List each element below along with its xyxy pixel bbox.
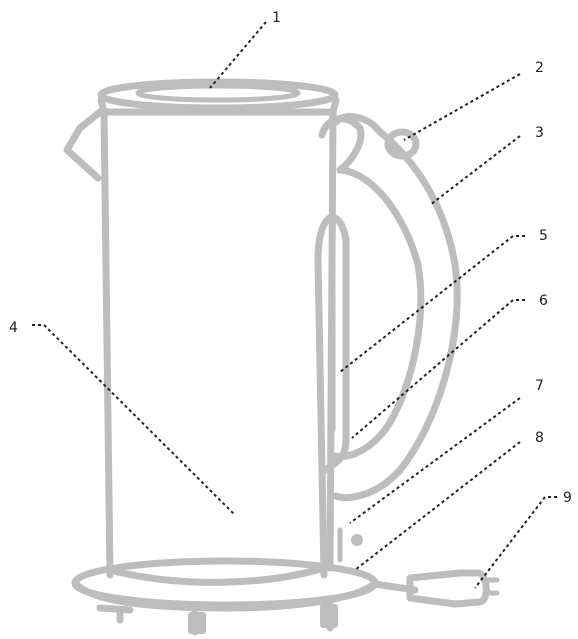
- leader-line-4: [32, 325, 235, 515]
- leader-line-9: [475, 497, 557, 588]
- callout-2: 2: [535, 60, 544, 76]
- callout-6: 6: [539, 293, 548, 309]
- leader-line-2: [404, 74, 520, 140]
- leader-line-1: [210, 22, 266, 88]
- callout-9: 9: [563, 490, 572, 506]
- leader-line-8: [355, 442, 520, 570]
- power-switch: [340, 530, 363, 560]
- leader-line-3: [430, 136, 520, 205]
- callout-5: 5: [539, 228, 548, 244]
- lid: [101, 82, 336, 112]
- power-cord: [375, 573, 497, 604]
- leader-line-6: [352, 300, 525, 438]
- handle: [322, 117, 457, 498]
- leader-line-5: [340, 236, 525, 372]
- callout-7: 7: [535, 378, 544, 394]
- callout-3: 3: [535, 125, 544, 141]
- callout-4: 4: [9, 320, 18, 336]
- callout-1: 1: [272, 10, 281, 26]
- kettle-body: [104, 112, 333, 582]
- callout-8: 8: [535, 430, 544, 446]
- spout: [67, 112, 100, 178]
- kettle-illustration: [67, 82, 497, 634]
